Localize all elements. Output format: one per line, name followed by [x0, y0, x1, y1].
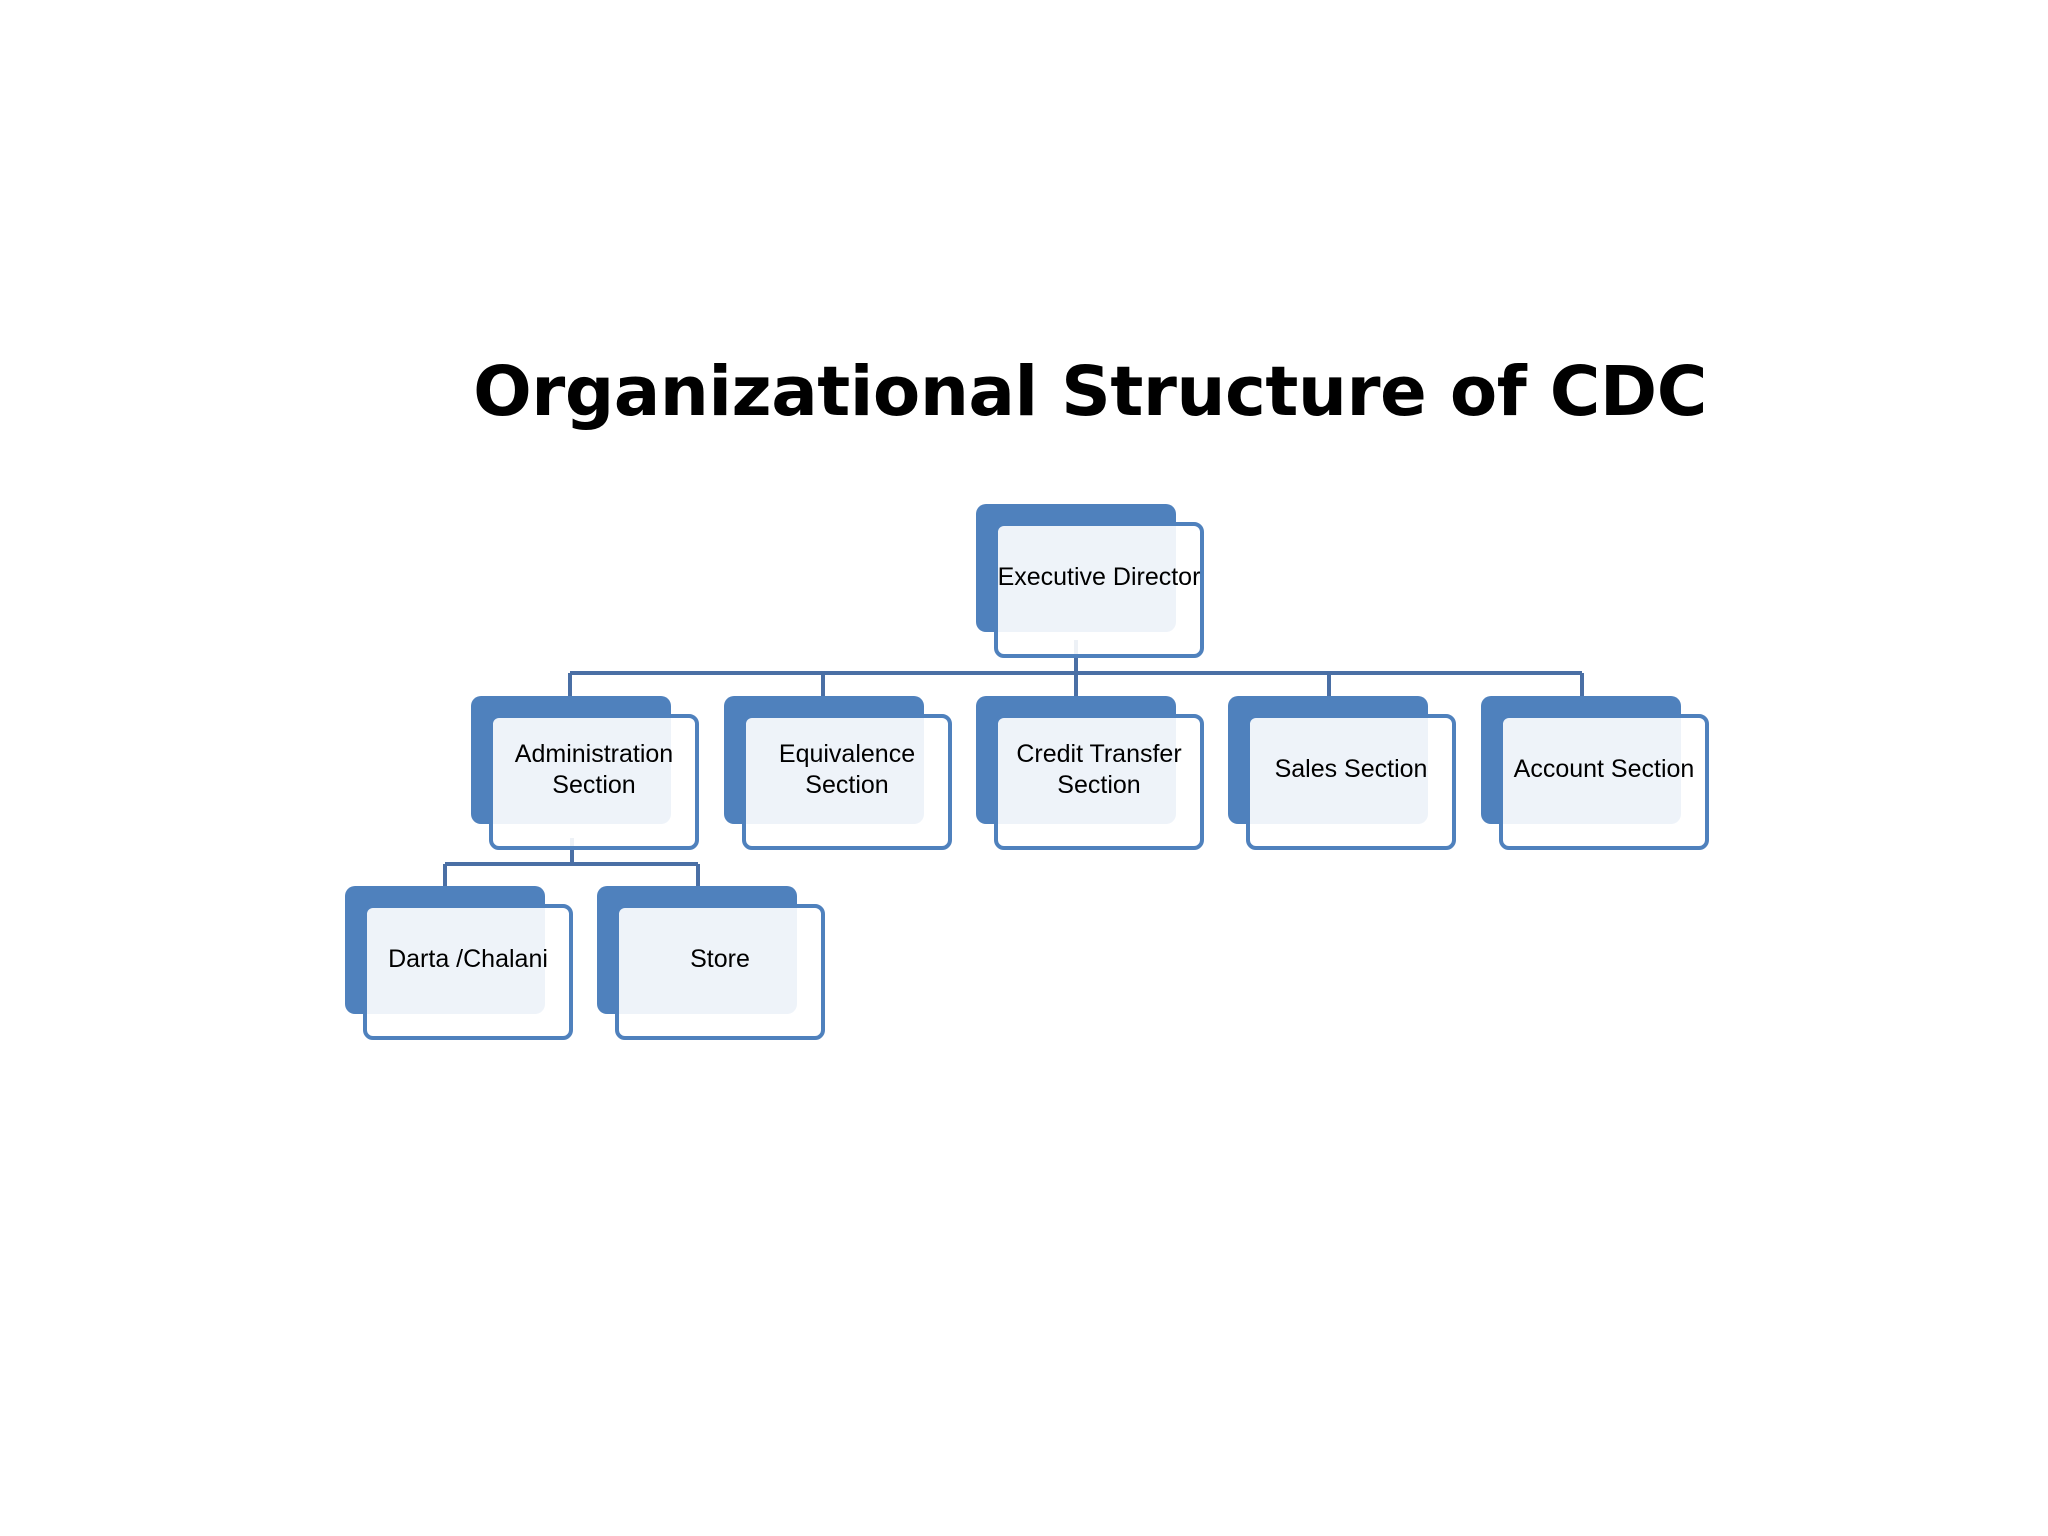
node-label: Darta /Chalani — [388, 945, 548, 973]
node-account-section: Account Section — [1481, 696, 1711, 856]
page-title: Organizational Structure of CDC — [473, 352, 1707, 432]
node-label: Sales Section — [1274, 755, 1428, 783]
node-sales-section: Sales Section — [1228, 696, 1458, 856]
node-equivalence-section: Equivalence Section — [724, 696, 954, 856]
node-executive-director: Executive Director — [976, 504, 1206, 664]
node-darta-chalani: Darta /Chalani — [345, 886, 575, 1046]
node-label: Administration Section — [514, 739, 674, 799]
node-administration-section: Administration Section — [471, 696, 701, 856]
node-label: Equivalence Section — [778, 739, 916, 799]
node-credit-transfer-section: Credit Transfer Section — [976, 696, 1206, 856]
node-label: Account Section — [1513, 755, 1695, 783]
node-label: Executive Director — [997, 563, 1201, 591]
node-store: Store — [597, 886, 827, 1046]
node-label: Credit Transfer Section — [1016, 739, 1182, 799]
node-label: Store — [690, 945, 750, 973]
